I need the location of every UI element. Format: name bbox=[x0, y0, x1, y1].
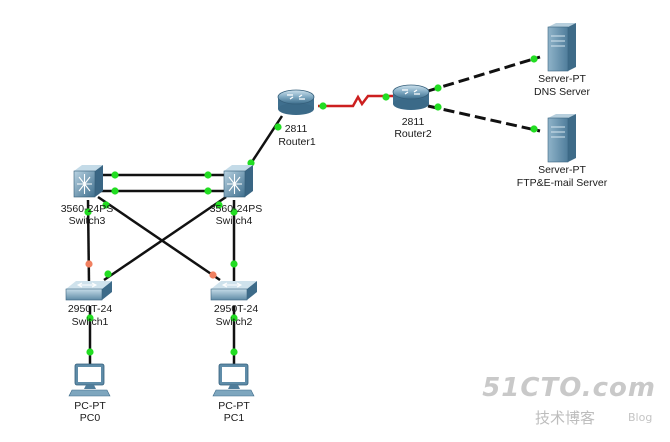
router-icon bbox=[392, 84, 430, 110]
device-switch1[interactable]: 2950T-24 Switch1 bbox=[65, 281, 113, 328]
port-status-up bbox=[247, 159, 255, 167]
router-icon bbox=[277, 89, 315, 115]
port-status-up bbox=[530, 55, 538, 63]
port-status-up bbox=[104, 270, 112, 278]
device-model-label: Server-PT bbox=[538, 73, 586, 85]
watermark-blog: Blog bbox=[628, 411, 652, 424]
device-model-label: PC-PT bbox=[74, 400, 106, 412]
server-icon bbox=[547, 23, 576, 72]
device-name-label: Switch4 bbox=[216, 215, 253, 227]
device-dns-server[interactable]: Server-PT DNS Server bbox=[534, 23, 591, 98]
device-model-label: 3560-24PS bbox=[61, 203, 114, 215]
device-model-label: 2811 bbox=[402, 116, 425, 128]
device-model-label: Server-PT bbox=[538, 164, 586, 176]
device-router2[interactable]: 2811 Router2 bbox=[392, 84, 432, 140]
device-name-label: Switch3 bbox=[69, 215, 106, 227]
serial-link-router1-router2[interactable] bbox=[318, 94, 393, 108]
port-status-up bbox=[230, 208, 238, 216]
device-switch4[interactable]: 3560-24PS Switch4 bbox=[210, 165, 263, 227]
port-status-up bbox=[111, 171, 119, 179]
watermark-subtitle: 技术博客 bbox=[535, 409, 595, 427]
device-name-label: PC0 bbox=[80, 412, 101, 424]
device-pc1[interactable]: PC-PT PC1 bbox=[212, 363, 255, 424]
port-status-up bbox=[434, 103, 442, 111]
device-model-label: PC-PT bbox=[218, 400, 250, 412]
port-status-up bbox=[86, 348, 94, 356]
pc-icon bbox=[68, 363, 111, 397]
link-router2-dns-server[interactable] bbox=[427, 55, 541, 93]
port-status-up bbox=[84, 208, 92, 216]
device-name-label: DNS Server bbox=[534, 86, 591, 98]
device-switch3[interactable]: 3560-24PS Switch3 bbox=[61, 165, 114, 227]
port-status-up bbox=[111, 187, 119, 195]
port-status-up bbox=[230, 314, 238, 322]
device-ftp-email-server[interactable]: Server-PT FTP&E-mail Server bbox=[517, 114, 608, 189]
device-name-label: Router1 bbox=[278, 136, 316, 148]
port-status-up bbox=[102, 201, 110, 209]
device-model-label: 2950T-24 bbox=[214, 303, 259, 315]
link-router2-ftp-server[interactable] bbox=[427, 104, 541, 133]
server-icon bbox=[547, 114, 576, 163]
device-name-label: Switch1 bbox=[72, 316, 109, 328]
multilayer-switch-icon bbox=[73, 165, 103, 198]
device-model-label: 3560-24PS bbox=[210, 203, 263, 215]
port-status-up bbox=[319, 102, 327, 110]
port-status-up bbox=[230, 260, 238, 268]
device-switch2[interactable]: 2950T-24 Switch2 bbox=[210, 281, 259, 328]
port-status-up bbox=[382, 93, 390, 101]
port-status-layer bbox=[84, 55, 538, 356]
device-name-label: PC1 bbox=[224, 412, 245, 424]
port-status-up bbox=[204, 187, 212, 195]
port-status-up bbox=[434, 84, 442, 92]
port-status-up bbox=[230, 348, 238, 356]
port-status-up bbox=[530, 125, 538, 133]
port-status-up bbox=[86, 314, 94, 322]
device-model-label: 2811 bbox=[285, 123, 308, 135]
link-switch4-switch1[interactable] bbox=[103, 195, 227, 282]
device-pc0[interactable]: PC-PT PC0 bbox=[68, 363, 111, 424]
link-switch3-switch2[interactable] bbox=[97, 195, 221, 282]
watermark-logo-text: 51CTO.com bbox=[482, 373, 656, 403]
device-name-label: Switch2 bbox=[216, 316, 253, 328]
port-status-blocked bbox=[209, 271, 217, 279]
switch-icon bbox=[210, 281, 257, 301]
port-status-up bbox=[204, 171, 212, 179]
port-status-up bbox=[274, 123, 282, 131]
device-model-label: 2950T-24 bbox=[68, 303, 113, 315]
port-status-blocked bbox=[85, 260, 93, 268]
pc-icon bbox=[212, 363, 255, 397]
device-name-label: Router2 bbox=[394, 128, 432, 140]
multilayer-switch-icon bbox=[223, 165, 253, 198]
watermark: 51CTO.com 技术博客 Blog bbox=[482, 373, 656, 427]
device-router1[interactable]: 2811 Router1 bbox=[277, 89, 316, 148]
switch-icon bbox=[65, 281, 112, 301]
device-name-label: FTP&E-mail Server bbox=[517, 177, 608, 189]
port-status-up bbox=[215, 201, 223, 209]
